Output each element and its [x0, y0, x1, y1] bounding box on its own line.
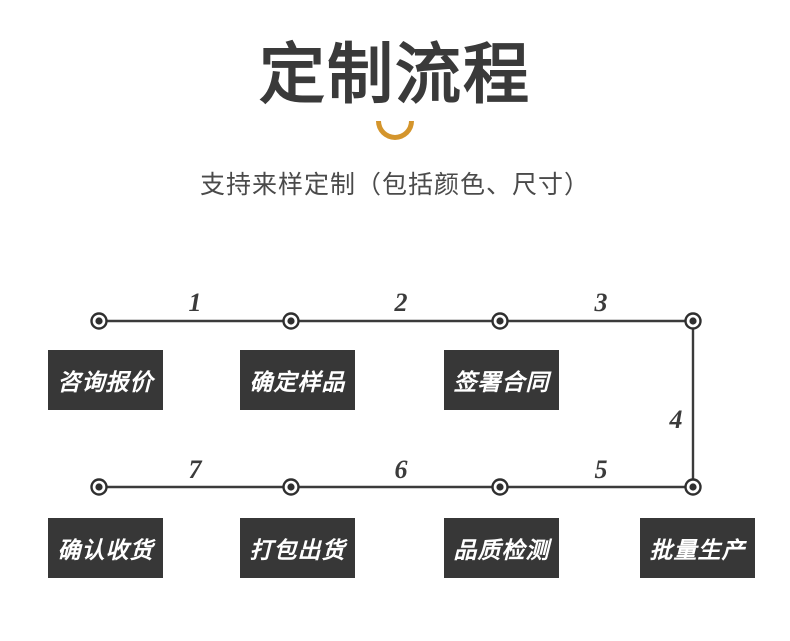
page-subtitle: 支持来样定制（包括颜色、尺寸） [199, 170, 590, 199]
flow-step-number-3: 3 [594, 288, 608, 317]
arc-decoration-wrapper [0, 121, 790, 151]
flow-step-box-5[interactable]: 品质检测 [444, 518, 559, 578]
flow-node-marker[interactable] [491, 478, 509, 496]
page-title: 定制流程 [259, 36, 531, 113]
flow-step-box-3[interactable]: 签署合同 [444, 350, 559, 410]
flow-node-marker[interactable] [90, 478, 108, 496]
flow-step-box-2[interactable]: 确定样品 [240, 350, 355, 410]
flow-node-marker[interactable] [491, 312, 509, 330]
flow-step-box-4[interactable]: 批量生产 [640, 518, 755, 578]
flow-node-marker[interactable] [684, 478, 702, 496]
flow-step-box-7[interactable]: 确认收货 [48, 518, 163, 578]
flow-step-number-6: 6 [394, 455, 408, 484]
page-header: 定制流程 支持来样定制（包括颜色、尺寸） [0, 0, 790, 201]
flow-step-number-7: 7 [188, 455, 202, 484]
flow-step-number-1: 1 [188, 288, 202, 317]
flow-step-box-1[interactable]: 咨询报价 [48, 350, 163, 410]
flow-step-number-2: 2 [394, 288, 408, 317]
flow-step-number-4: 4 [669, 405, 683, 434]
flow-node-marker[interactable] [282, 312, 300, 330]
flow-step-box-6[interactable]: 打包出货 [240, 518, 355, 578]
flow-step-number-5: 5 [594, 455, 608, 484]
flow-node-marker[interactable] [90, 312, 108, 330]
flow-node-marker[interactable] [282, 478, 300, 496]
flow-node-marker[interactable] [684, 312, 702, 330]
